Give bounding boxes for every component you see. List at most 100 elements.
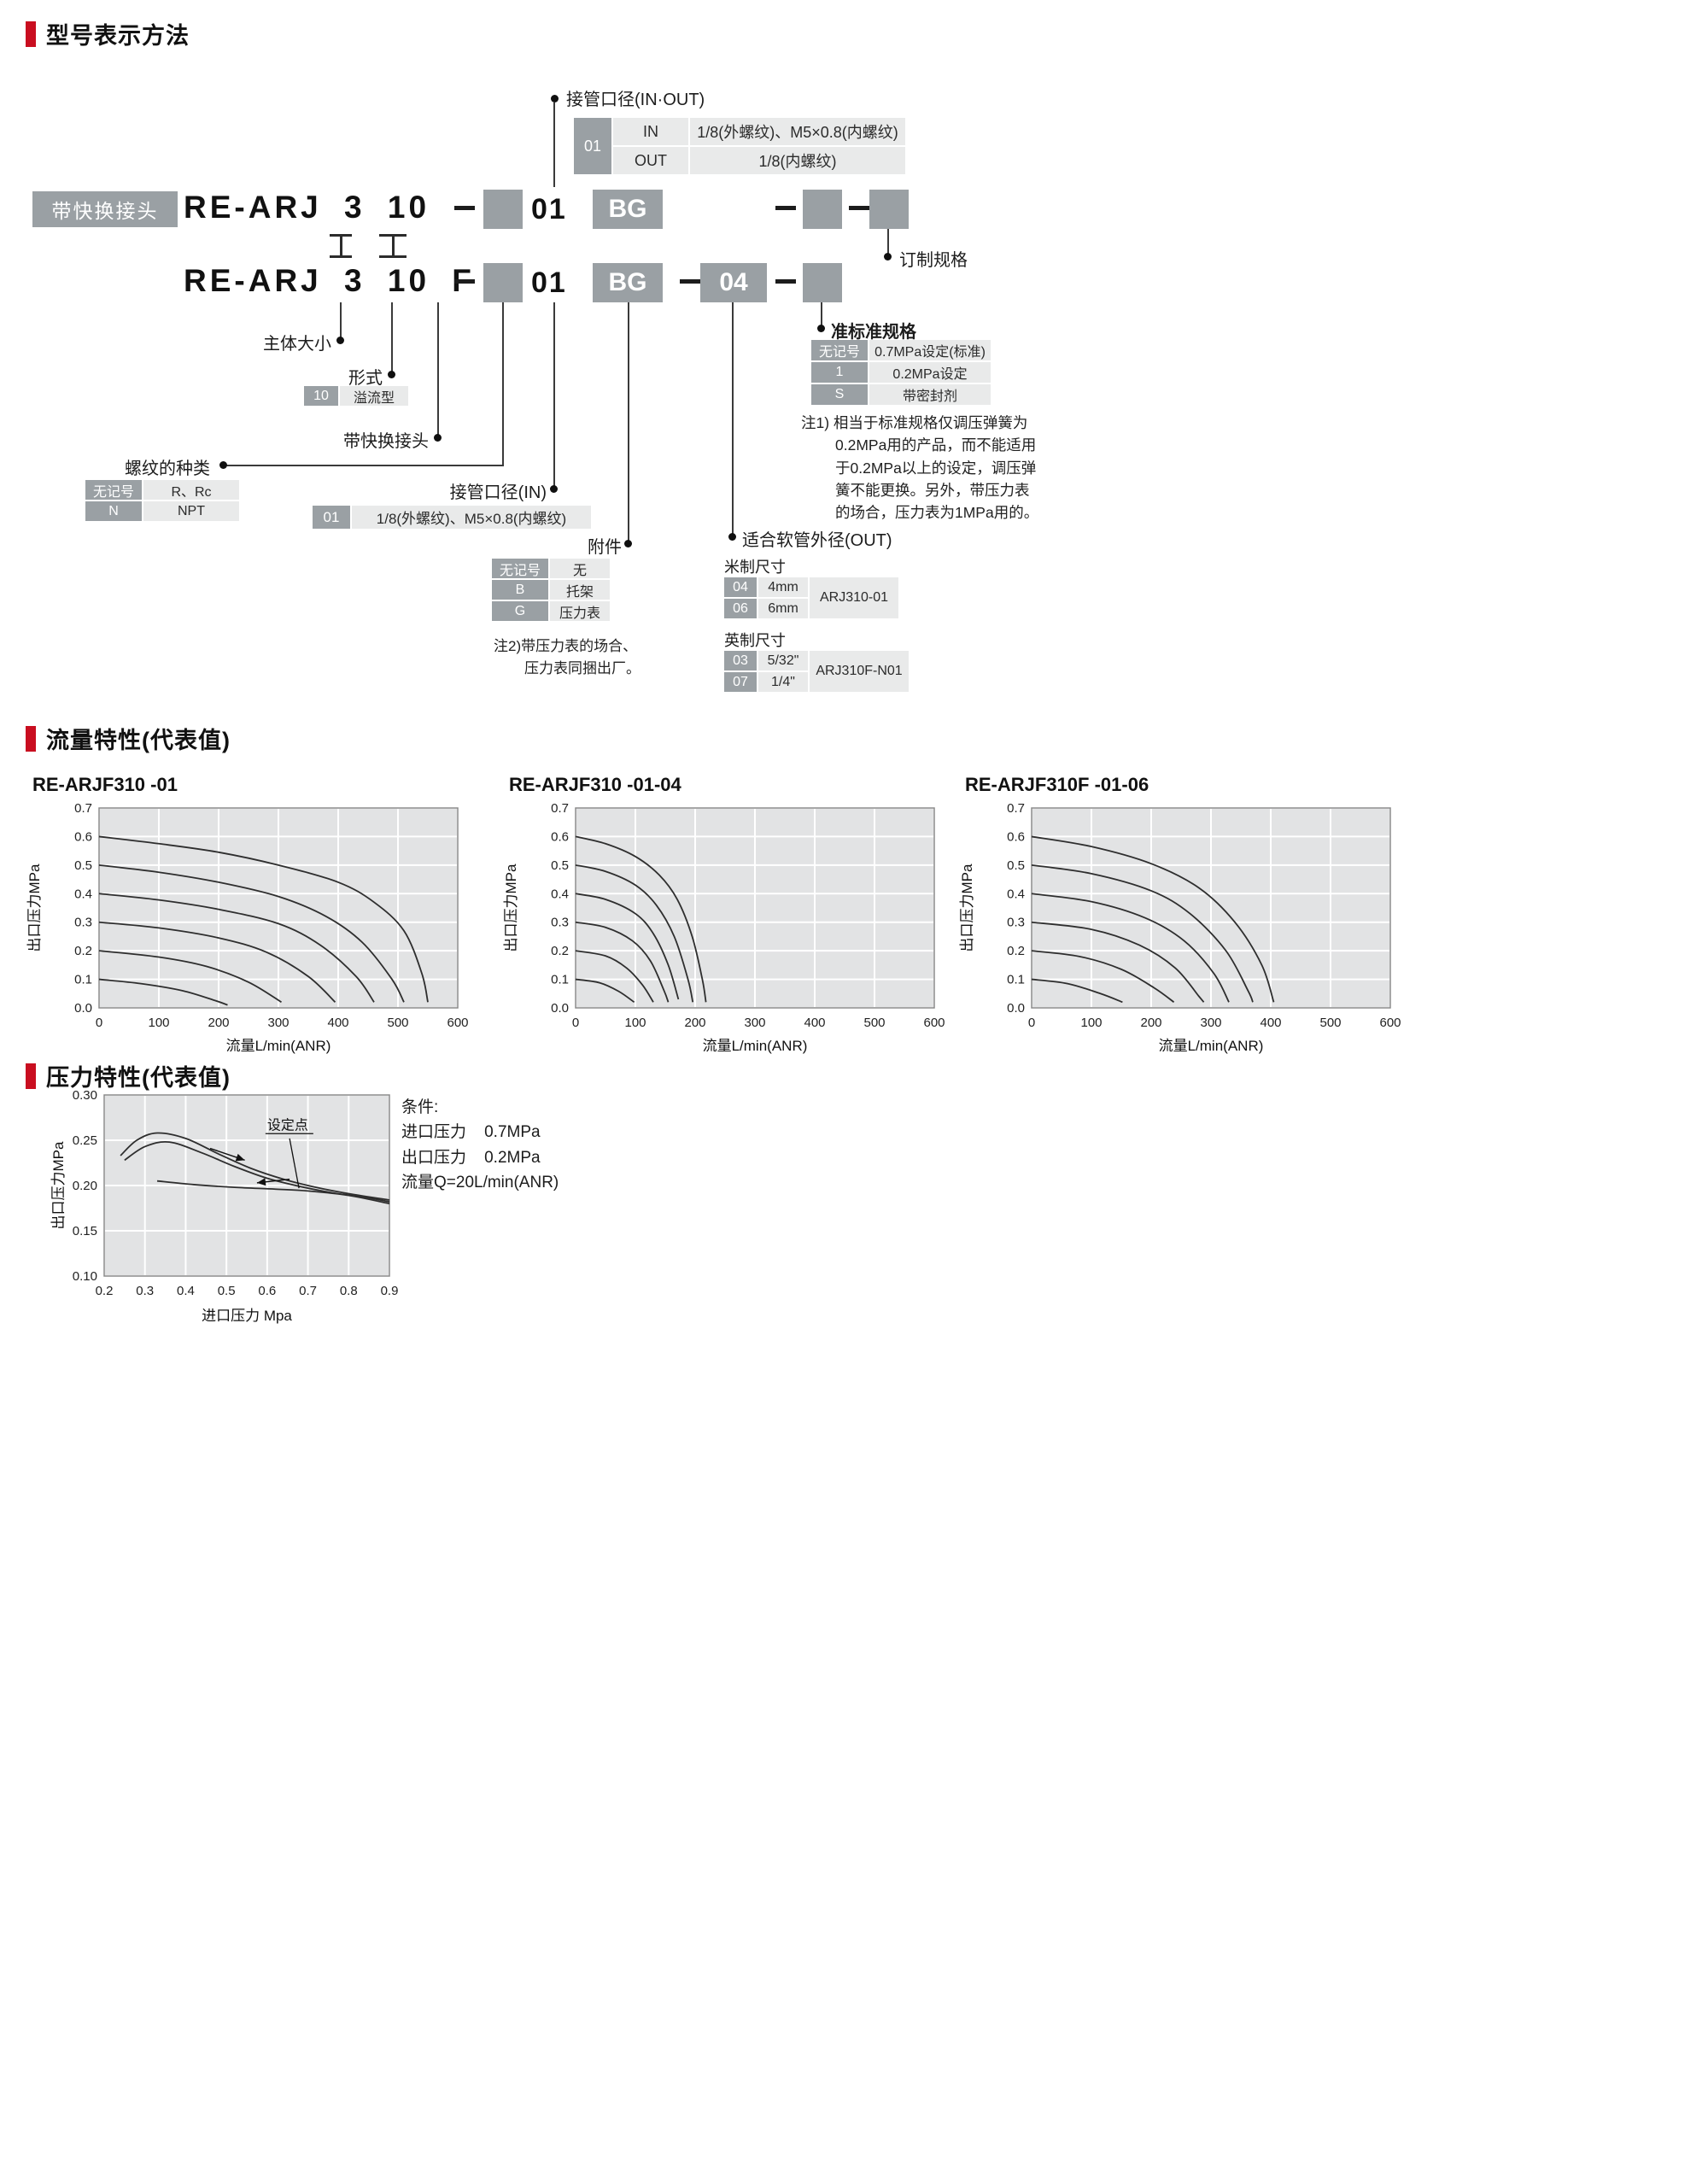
table-cell: OUT [613, 147, 688, 174]
hose-code-box: 04 [700, 263, 767, 302]
flow-section-header: 流量特性(代表值) [26, 722, 231, 755]
condition-line: 流量Q=20L/min(ANR) [401, 1174, 559, 1192]
table-cell-code: 10 [304, 386, 338, 406]
semi-standard-box-2 [803, 263, 842, 302]
svg-text:300: 300 [1200, 1016, 1221, 1030]
callout-dot [551, 95, 559, 102]
svg-text:0: 0 [1028, 1016, 1035, 1030]
svg-text:进口压力 Mpa: 进口压力 Mpa [202, 1308, 292, 1324]
link-mark [330, 234, 352, 258]
quick-fitting-tag: 带快换接头 [32, 191, 178, 227]
section-title: 压力特性(代表值) [46, 1065, 231, 1091]
svg-text:0.20: 0.20 [73, 1179, 97, 1193]
table-cell: NPT [143, 501, 239, 521]
callout-dot [728, 533, 736, 541]
dash [680, 279, 700, 284]
table-cell-code: 04 [724, 577, 757, 597]
pressure-conditions: 条件: 进口压力 0.7MPa 出口压力 0.2MPa 流量Q=20L/min(… [401, 1095, 559, 1196]
table-cell: 0.7MPa设定(标准) [869, 340, 991, 360]
svg-text:600: 600 [1379, 1016, 1401, 1030]
table-cell-code: B [492, 580, 548, 600]
model-code-1: RE-ARJ 3 10 [184, 190, 430, 225]
table-cell: 4mm [758, 577, 808, 597]
svg-text:0.8: 0.8 [340, 1284, 358, 1298]
svg-text:400: 400 [327, 1016, 348, 1030]
svg-text:0.10: 0.10 [73, 1269, 97, 1284]
svg-text:0.0: 0.0 [1007, 1001, 1025, 1016]
table-cell-code: S [811, 384, 868, 405]
svg-text:0: 0 [572, 1016, 579, 1030]
svg-text:0.3: 0.3 [74, 916, 92, 930]
note-2: 注2)带压力表的场合、 压力表同捆出厂。 [494, 635, 640, 679]
table-cell-code: 03 [724, 651, 757, 670]
svg-text:0.7: 0.7 [1007, 801, 1025, 816]
svg-text:0.1: 0.1 [1007, 973, 1025, 987]
flow-chart-2-title: RE-ARJF310 -01-04 [509, 774, 681, 795]
table-cell-code: 01 [313, 506, 350, 529]
connector-line [437, 302, 439, 437]
accessory-table: 无记号 无 B 托架 G 压力表 [492, 559, 610, 621]
table-cell: 1/8(外螺纹)、M5×0.8(内螺纹) [352, 506, 591, 529]
dash [454, 279, 475, 284]
svg-text:100: 100 [148, 1016, 169, 1030]
hose-od-label: 适合软管外径(OUT) [742, 531, 892, 550]
connector-line [732, 302, 734, 536]
table-cell: R、Rc [143, 480, 239, 500]
svg-text:0.1: 0.1 [74, 973, 92, 987]
form-table: 10 溢流型 [304, 386, 408, 406]
connector-line [340, 302, 342, 340]
table-cell: 1/4" [758, 672, 808, 692]
accessory-label: 附件 [588, 538, 622, 557]
svg-text:流量L/min(ANR): 流量L/min(ANR) [1159, 1038, 1264, 1054]
flow-chart-1-title: RE-ARJF310 -01 [32, 774, 178, 795]
callout-dot [884, 253, 892, 261]
svg-text:出口压力MPa: 出口压力MPa [503, 864, 519, 951]
table-cell: 1/8(外螺纹)、M5×0.8(内螺纹) [690, 118, 905, 145]
svg-text:0.5: 0.5 [74, 858, 92, 873]
note-line: 于0.2MPa以上的设定，调压弹 [835, 459, 1037, 477]
accessory-code-box-2: BG [593, 263, 663, 302]
svg-text:0.5: 0.5 [218, 1284, 236, 1298]
svg-text:0.2: 0.2 [551, 944, 569, 958]
note-1: 注1) 相当于标准规格仅调压弹簧为 0.2MPa用的产品，而不能适用 于0.2M… [801, 412, 1049, 524]
model-section-header: 型号表示方法 [26, 17, 190, 50]
inch-size-table: 03 5/32" ARJ310F-N01 07 1/4" [724, 651, 909, 692]
semi-standard-box-1 [803, 190, 842, 229]
svg-text:400: 400 [804, 1016, 825, 1030]
connector-line [821, 302, 822, 326]
port-inout-table: 01 IN 1/8(外螺纹)、M5×0.8(内螺纹) OUT 1/8(内螺纹) [574, 118, 905, 174]
thread-type-label: 螺纹的种类 [125, 460, 210, 478]
section-accent-bar [26, 1063, 36, 1089]
svg-text:0.0: 0.0 [551, 1001, 569, 1016]
table-cell: 压力表 [550, 601, 610, 621]
port-inout-label: 接管口径(IN·OUT) [566, 91, 705, 109]
svg-text:0.4: 0.4 [1007, 887, 1025, 901]
condition-line: 进口压力 0.7MPa [401, 1123, 541, 1142]
port-code-2: 01 [531, 266, 567, 299]
link-mark [379, 234, 407, 258]
pressure-section-header: 压力特性(代表值) [26, 1059, 231, 1092]
flow-chart-3-title: RE-ARJF310F -01-06 [965, 774, 1149, 795]
thread-code-box-2 [483, 263, 523, 302]
inch-size-title: 英制尺寸 [724, 632, 786, 649]
svg-text:出口压力MPa: 出口压力MPa [26, 864, 43, 951]
svg-text:出口压力MPa: 出口压力MPa [50, 1141, 67, 1229]
svg-text:0.5: 0.5 [551, 858, 569, 873]
svg-text:600: 600 [923, 1016, 945, 1030]
svg-text:流量L/min(ANR): 流量L/min(ANR) [226, 1038, 331, 1054]
section-accent-bar [26, 725, 36, 752]
svg-text:0.1: 0.1 [551, 973, 569, 987]
svg-text:0.7: 0.7 [74, 801, 92, 816]
svg-text:0.7: 0.7 [299, 1284, 317, 1298]
svg-text:0.2: 0.2 [96, 1284, 114, 1298]
svg-text:0.6: 0.6 [1007, 829, 1025, 844]
table-cell-model: ARJ310F-N01 [810, 651, 909, 692]
note-line: 注2)带压力表的场合、 [494, 638, 638, 654]
callout-dot [336, 337, 344, 344]
note-line: 压力表同捆出厂。 [524, 659, 640, 676]
svg-text:0.25: 0.25 [73, 1133, 97, 1148]
